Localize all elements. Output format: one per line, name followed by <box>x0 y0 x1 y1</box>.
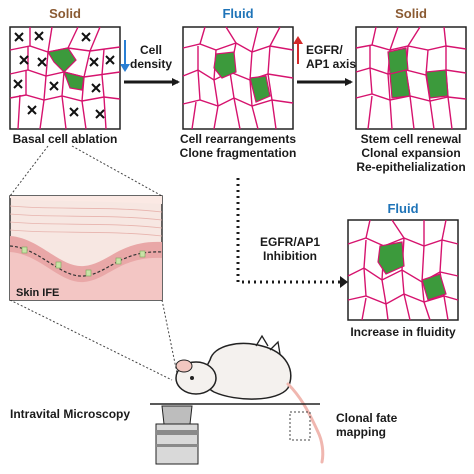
mouse-illustration <box>150 334 325 465</box>
fate-mapping-label: Clonal fate mapping <box>336 411 398 440</box>
inhibition-dotted-arrow <box>236 178 342 284</box>
ablated-cell-marks <box>13 31 115 119</box>
fate-mapping-line: Clonal fate <box>336 411 398 425</box>
skin-ife-label: Skin IFE <box>16 287 60 299</box>
renewed-tissue-panel <box>355 26 467 130</box>
flow-arrows <box>120 36 353 288</box>
fluid-caption-line: Cell rearrangements <box>179 132 297 146</box>
fluid-caption-line: Clone fragmentation <box>179 145 297 160</box>
inhibited-state-label: Fluid <box>387 201 419 216</box>
microscopy-label: Intravital Microscopy <box>10 407 131 421</box>
cell-density-line: density <box>129 56 173 71</box>
ablation-caption: Basal cell ablation <box>12 132 118 146</box>
objective-lens-icon <box>155 405 199 465</box>
solid-tissue-panel <box>9 26 121 130</box>
renewal-caption-line: Stem cell renewal <box>360 132 462 146</box>
tail-icon <box>286 382 325 464</box>
fluid-state-label: Fluid <box>222 6 254 21</box>
cell-density-line: Cell <box>139 43 163 57</box>
renewal-caption-line: Re-epithelialization <box>356 159 466 174</box>
cell-density-label: Cell density <box>129 43 173 72</box>
fluid-tissue-panel <box>182 26 294 130</box>
egfr-axis-line: EGFR/ <box>306 43 343 57</box>
egfr-axis-line: AP1 axis <box>306 56 357 71</box>
renewed-state-label: Solid <box>395 6 427 21</box>
inhibition-line: Inhibition <box>263 248 317 263</box>
skin-cross-section <box>9 195 163 301</box>
fluidity-caption: Increase in fluidity <box>350 325 456 339</box>
egfr-axis-label: EGFR/ AP1 axis <box>306 43 357 72</box>
solid-state-label: Solid <box>49 6 81 21</box>
renewal-caption-line: Clonal expansion <box>361 145 461 160</box>
inhibition-label: EGFR/AP1 Inhibition <box>259 235 321 264</box>
fate-mapping-box <box>289 411 311 441</box>
inhibited-fluid-panel <box>347 219 459 321</box>
fluid-caption: Cell rearrangements Clone fragmentation <box>179 132 297 161</box>
fate-mapping-line: mapping <box>336 424 386 439</box>
renewal-caption: Stem cell renewal Clonal expansion Re-ep… <box>356 132 466 174</box>
zoom-lines <box>9 145 179 381</box>
inhibition-line: EGFR/AP1 <box>259 235 321 249</box>
